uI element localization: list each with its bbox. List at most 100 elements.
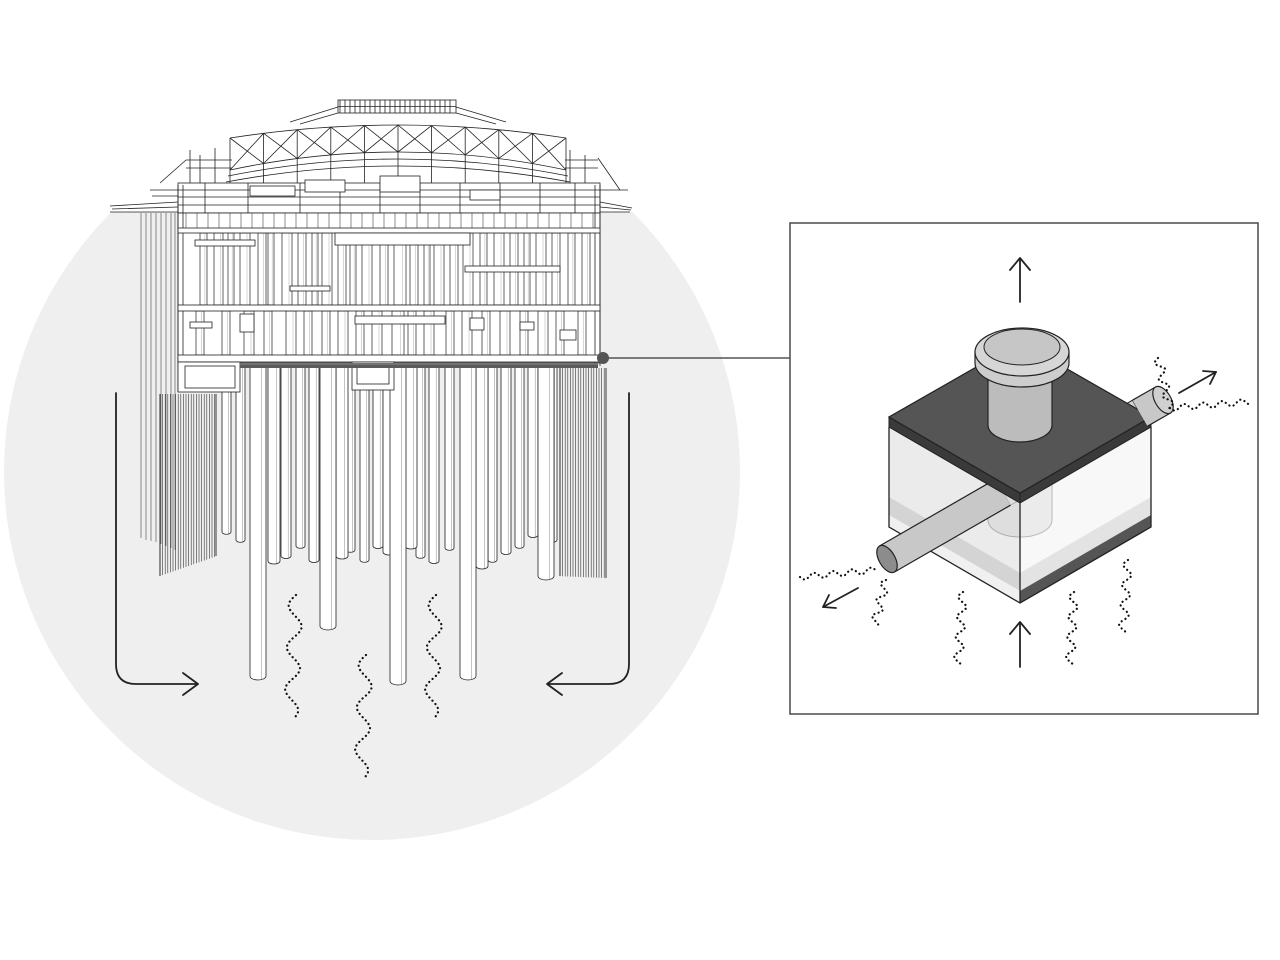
flow-arrow-left-icon (546, 392, 630, 696)
upper-box-2 (304, 179, 346, 193)
basement-levels (177, 185, 601, 393)
beam-level-1-right (464, 265, 561, 273)
roof-brace (263, 129, 298, 164)
pile (389, 365, 407, 686)
column (581, 232, 591, 306)
column (311, 232, 319, 306)
arrow-up-icon (1009, 257, 1031, 303)
column (567, 232, 576, 306)
pile (235, 365, 246, 543)
pile (267, 365, 281, 565)
arrow-up-bottom-head (1009, 621, 1031, 635)
pile (537, 365, 555, 581)
callout-dot (597, 352, 609, 364)
roof-brace (532, 137, 567, 164)
column (321, 232, 333, 306)
heat-wave (1064, 590, 1079, 668)
riser-cap-inner (983, 328, 1061, 366)
column (257, 232, 267, 306)
beam-level-1-mid (289, 285, 331, 292)
roof-brace (532, 133, 567, 171)
detail-box (789, 222, 1259, 715)
column (499, 310, 511, 356)
pile (487, 365, 498, 563)
opening-1 (189, 321, 213, 329)
column (195, 310, 205, 356)
pile (359, 365, 370, 563)
flow-arrow-right-head (546, 672, 563, 696)
upper-band (177, 175, 601, 214)
column (285, 310, 297, 356)
pile (295, 365, 306, 549)
arrow-out-right-head (1202, 370, 1217, 385)
outer-walls (177, 185, 601, 392)
module-right-band (1020, 497, 1151, 591)
heat-wave (953, 590, 968, 668)
roof-left-frame (150, 148, 232, 197)
arrow-down-left-icon (822, 587, 859, 609)
column (321, 310, 331, 356)
roof-brace (364, 124, 399, 154)
pile (221, 365, 232, 535)
flow-arrow-right-shaft (547, 392, 630, 685)
arrow-out-left-head (822, 594, 837, 609)
heat-wave (798, 566, 879, 581)
column (337, 310, 349, 356)
opening-3 (469, 317, 485, 331)
roof-brace (431, 126, 466, 154)
opening-4 (519, 321, 535, 331)
heat-wave (870, 578, 889, 629)
column (267, 232, 275, 306)
upper-box-1 (249, 185, 296, 197)
module-heat-waves (798, 356, 1250, 668)
roof-brace (498, 129, 533, 164)
roof-cap-braces (289, 106, 507, 125)
base-block-left-inner (184, 365, 236, 389)
pipe-end-left (876, 544, 898, 574)
pipe-end-right (1152, 385, 1174, 415)
arrow-out-right-shaft (1178, 371, 1217, 394)
column (263, 310, 273, 356)
cap-beam-level-1 (334, 232, 471, 246)
pile (444, 365, 455, 551)
module-left-band (889, 497, 1020, 591)
building-section (109, 99, 633, 393)
beam-level-1-left (194, 239, 256, 247)
flow-arrow-right-icon (115, 392, 199, 696)
column (221, 310, 231, 356)
roof-brace (464, 129, 500, 156)
column (281, 232, 293, 306)
slab-base (177, 354, 601, 363)
pipe-outlet-right-edges (1132, 386, 1171, 427)
pile (500, 365, 512, 555)
top-level-ticks (185, 213, 594, 228)
arrow-up-icon (1009, 621, 1031, 668)
roof-brace (330, 125, 365, 156)
roof-structure (150, 99, 628, 197)
pile (428, 365, 440, 564)
column (577, 310, 587, 356)
pile (335, 365, 349, 560)
ground-line-right (599, 201, 633, 213)
ground-line-left (109, 201, 179, 213)
callout-connector (597, 352, 790, 364)
pile (308, 365, 320, 563)
column (537, 310, 549, 356)
pile (415, 365, 426, 559)
sump-pit-inner (356, 365, 390, 385)
module-right-base (1020, 515, 1151, 603)
pile (527, 365, 539, 538)
roof-brace (498, 132, 533, 159)
roof-brace (397, 125, 432, 153)
roof-right-frame (565, 150, 628, 191)
slab-level-1 (177, 227, 601, 234)
pile (514, 365, 525, 549)
pile (280, 365, 292, 559)
pipe-outlet-left (879, 479, 1011, 572)
heat-exchanger-module (876, 327, 1174, 604)
arrow-up-top-head (1009, 257, 1031, 271)
flow-arrow-left-shaft (115, 392, 198, 685)
pile (475, 365, 489, 570)
pile (372, 365, 384, 549)
